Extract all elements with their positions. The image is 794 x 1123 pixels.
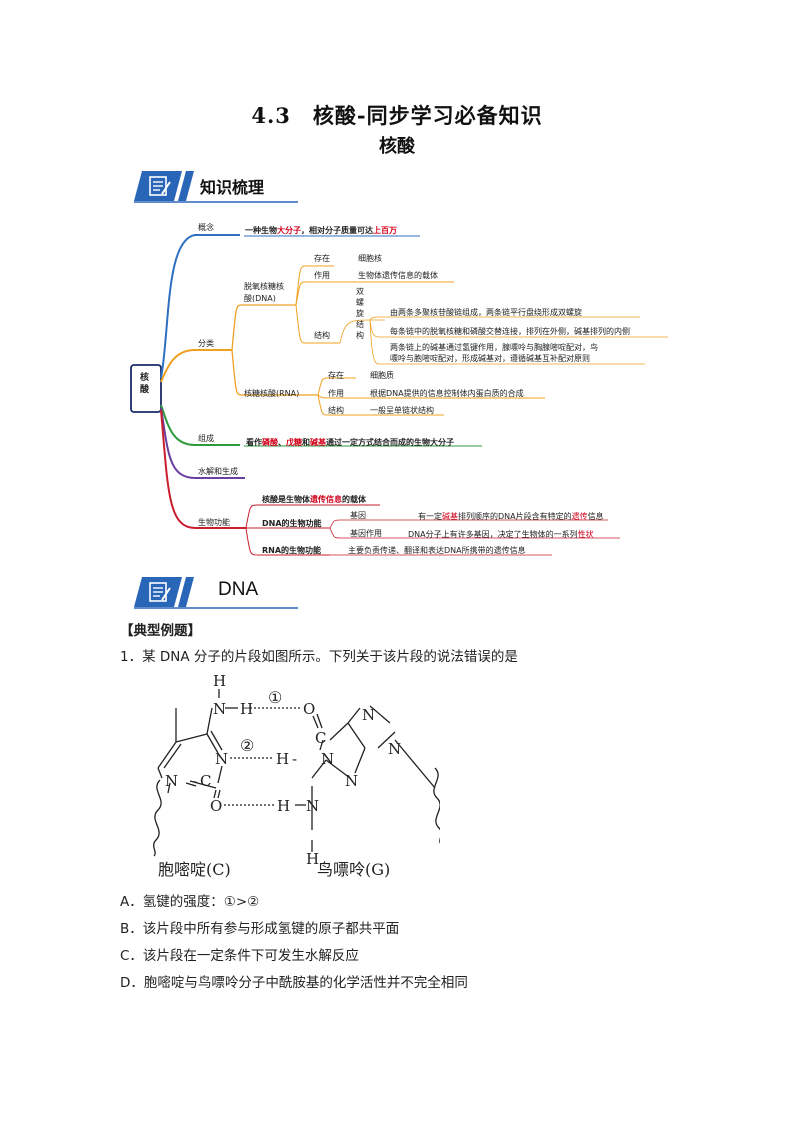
node-dna-line2: 酸(DNA) [244,294,276,303]
double-helix-label: 双 螺 旋 结 构 [356,287,364,340]
page-subtitle: 核酸 [379,136,415,157]
atom-h-bottom-2: H [306,850,319,868]
atom-c-left: C [200,772,211,790]
atom-h-top-left: H [213,672,226,690]
structure-point-3b: 嘌呤与胞嘧啶配对，形成碱基对，遵循碱基互补配对原则 [390,354,590,363]
structure-point-1: 由两条多聚核苷酸链组成，两条链平行盘绕形成双螺旋 [390,308,582,317]
atom-h-amino: H [240,700,253,718]
rna-bio-function-value: 主要负责传递、翻译和表达DNA所携带的遗传信息 [348,546,526,555]
node-composition: 组成 [198,434,214,443]
dna-function-label: 作用 [314,271,330,280]
node-concept: 概念 [198,223,214,232]
carrier-text: 核酸是生物体遗传信息的载体 [262,495,366,504]
atom-n-far-right: N [388,740,401,758]
atom-n-amino: N [213,700,226,718]
mindmap-lines [130,234,668,556]
rna-function-value: 根据DNA提供的信息控制体内蛋白质的合成 [370,389,524,398]
rna-exist-label: 存在 [328,371,344,380]
rna-bio-function: RNA的生物功能 [262,546,322,555]
notepad-icon [149,582,171,602]
page-title: 4.3 核酸-同步学习必备知识 [251,103,543,128]
option-a: A．氢键的强度：①>② [120,894,260,910]
rna-exist-value: 细胞质 [370,371,394,380]
node-hydrolysis: 水解和生成 [198,467,238,476]
atom-n-right-lower: N [345,772,358,790]
atom-n-bottom: N [306,797,319,815]
dna-bio-function: DNA的生物功能 [262,519,322,528]
dna-exist-label: 存在 [314,254,330,263]
guanine-label: 鸟嘌呤(G) [317,860,390,879]
atom-dash-middle: - [292,750,297,768]
dna-fragment-figure: H N H O N H - C N N - C O H N H N N N ① … [153,672,440,879]
atom-o-bottom: O [210,797,222,815]
cytosine-label: 胞嘧啶(C) [158,860,231,879]
mindmap-root: 核酸 [140,373,150,395]
question-text: 1．某 DNA 分子的片段如图所示。下列关于该片段的说法错误的是 [120,649,518,665]
section-banner-knowledge: 知识梳理 [120,168,300,204]
atom-n-left-ring: N [215,750,228,768]
gene-text: 有一定碱基排列顺序的DNA片段含有特定的遗传信息 [418,512,604,521]
atom-h-middle: H [276,750,289,768]
section-banner-dna: DNA [120,574,300,610]
concept-text: 一种生物大分子，相对分子质量可达上百万 [245,226,397,235]
option-c: C．该片段在一定条件下可发生水解反应 [120,948,359,964]
atom-dash-left: - [192,772,197,790]
section-title-knowledge: 知识梳理 [200,178,265,197]
node-dna-line1: 脱氧核糖核 [244,282,284,291]
gene-role-text: DNA分子上有许多基因，决定了生物体的一系列性状 [408,530,594,539]
bond-label-2: ② [240,736,254,755]
dna-structure-label: 结构 [314,331,330,340]
atom-n-bottom-left: N [165,772,178,790]
structure-point-2: 每条链中的脱氧核糖和磷酸交替连接，排列在外侧，碱基排列的内侧 [390,327,630,336]
node-bio-function: 生物功能 [198,518,230,527]
example-heading: 【典型例题】 [120,623,201,639]
gene-label: 基因 [350,511,366,520]
node-classification: 分类 [198,339,214,348]
node-rna: 核糖核酸(RNA) [244,389,300,398]
atom-c-right: C [315,729,326,747]
atom-o-top: O [303,700,315,718]
section-title-dna: DNA [218,579,259,600]
banner-graphic [134,577,298,609]
dna-function-value: 生物体遗传信息的载体 [358,271,438,280]
gene-role-label: 基因作用 [350,529,382,538]
structure-point-3a: 两条链上的碱基通过氢键作用，腺嘌呤与胸腺嘧啶配对，鸟 [390,343,598,352]
atom-n-right-ring: N [321,750,334,768]
dna-exist-value: 细胞核 [358,254,382,263]
option-d: D．胞嘧啶与鸟嘌呤分子中酰胺基的化学活性并不完全相同 [120,975,468,991]
banner-graphic [134,171,298,203]
atom-h-bottom: H [277,797,290,815]
rna-function-label: 作用 [328,389,344,398]
composition-text: 看作磷酸、戊糖和碱基通过一定方式结合而成的生物大分子 [246,438,454,447]
bond-label-1: ① [268,688,282,707]
rna-structure-value: 一般呈单链状结构 [370,406,434,415]
atom-n-top-right: N [362,706,375,724]
option-b: B．该片段中所有参与形成氢键的原子都共平面 [120,921,400,937]
notepad-icon [149,176,171,196]
rna-structure-label: 结构 [328,406,344,415]
